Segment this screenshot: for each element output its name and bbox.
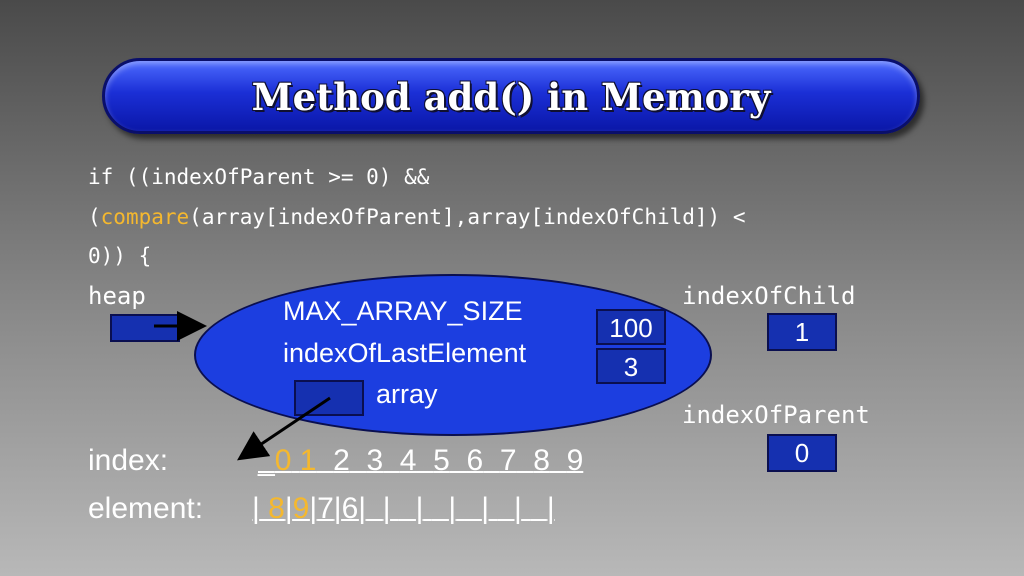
element-cell: 6 xyxy=(341,492,359,525)
index-row: _0 1 2 3 4 5 6 7 8 9 xyxy=(258,444,584,477)
slide-title: Method add() in Memory xyxy=(251,75,771,119)
index-of-last-element-value: 3 xyxy=(596,348,666,384)
max-array-size-value: 100 xyxy=(596,309,666,345)
index-cell: 0 xyxy=(274,444,292,477)
code-keyword-compare: compare xyxy=(100,205,190,229)
code-paren: ( xyxy=(88,205,101,229)
heap-reference-box xyxy=(110,314,180,342)
index-of-child-label: indexOfChild xyxy=(682,282,856,310)
index-of-last-element-label: indexOfLastElement xyxy=(283,338,527,368)
title-banner: Method add() in Memory xyxy=(102,58,920,134)
element-row: | 8|9|7|6| | | | | | | xyxy=(252,492,555,525)
element-cell xyxy=(399,492,416,525)
index-cell: 2 xyxy=(333,444,350,477)
code-line-2: (compare(array[indexOfParent],array[inde… xyxy=(88,205,745,229)
element-cell: 9 xyxy=(292,492,310,525)
index-cell: 6 xyxy=(466,444,484,477)
index-cell: 9 xyxy=(566,444,584,477)
index-cell: 8 xyxy=(533,444,550,477)
index-cell: 3 xyxy=(366,444,384,477)
heap-label: heap xyxy=(88,282,146,310)
index-cell: 4 xyxy=(399,444,417,477)
code-line-3: 0)) { xyxy=(88,244,152,268)
element-cell: 8 xyxy=(259,492,285,525)
index-of-child-value: 1 xyxy=(767,313,837,351)
index-of-parent-value: 0 xyxy=(767,434,837,472)
element-cell xyxy=(530,492,547,525)
element-label: element: xyxy=(88,492,204,525)
index-cell: 5 xyxy=(433,444,450,477)
code-line-1: if ((indexOfParent >= 0) && xyxy=(88,165,430,189)
element-cell xyxy=(465,492,482,525)
element-cell xyxy=(497,492,514,525)
max-array-size-label: MAX_ARRAY_SIZE xyxy=(283,296,523,326)
array-field-label: array xyxy=(376,379,438,409)
element-cell xyxy=(432,492,449,525)
index-cell: 1 xyxy=(299,444,317,477)
index-cell: 7 xyxy=(499,444,517,477)
element-cell: 7 xyxy=(317,492,334,525)
element-cell xyxy=(366,492,383,525)
index-label: index: xyxy=(88,444,169,477)
array-arrow xyxy=(237,396,331,461)
code-args: (array[indexOfParent],array[indexOfChild… xyxy=(189,205,746,229)
index-of-parent-label: indexOfParent xyxy=(682,401,870,429)
